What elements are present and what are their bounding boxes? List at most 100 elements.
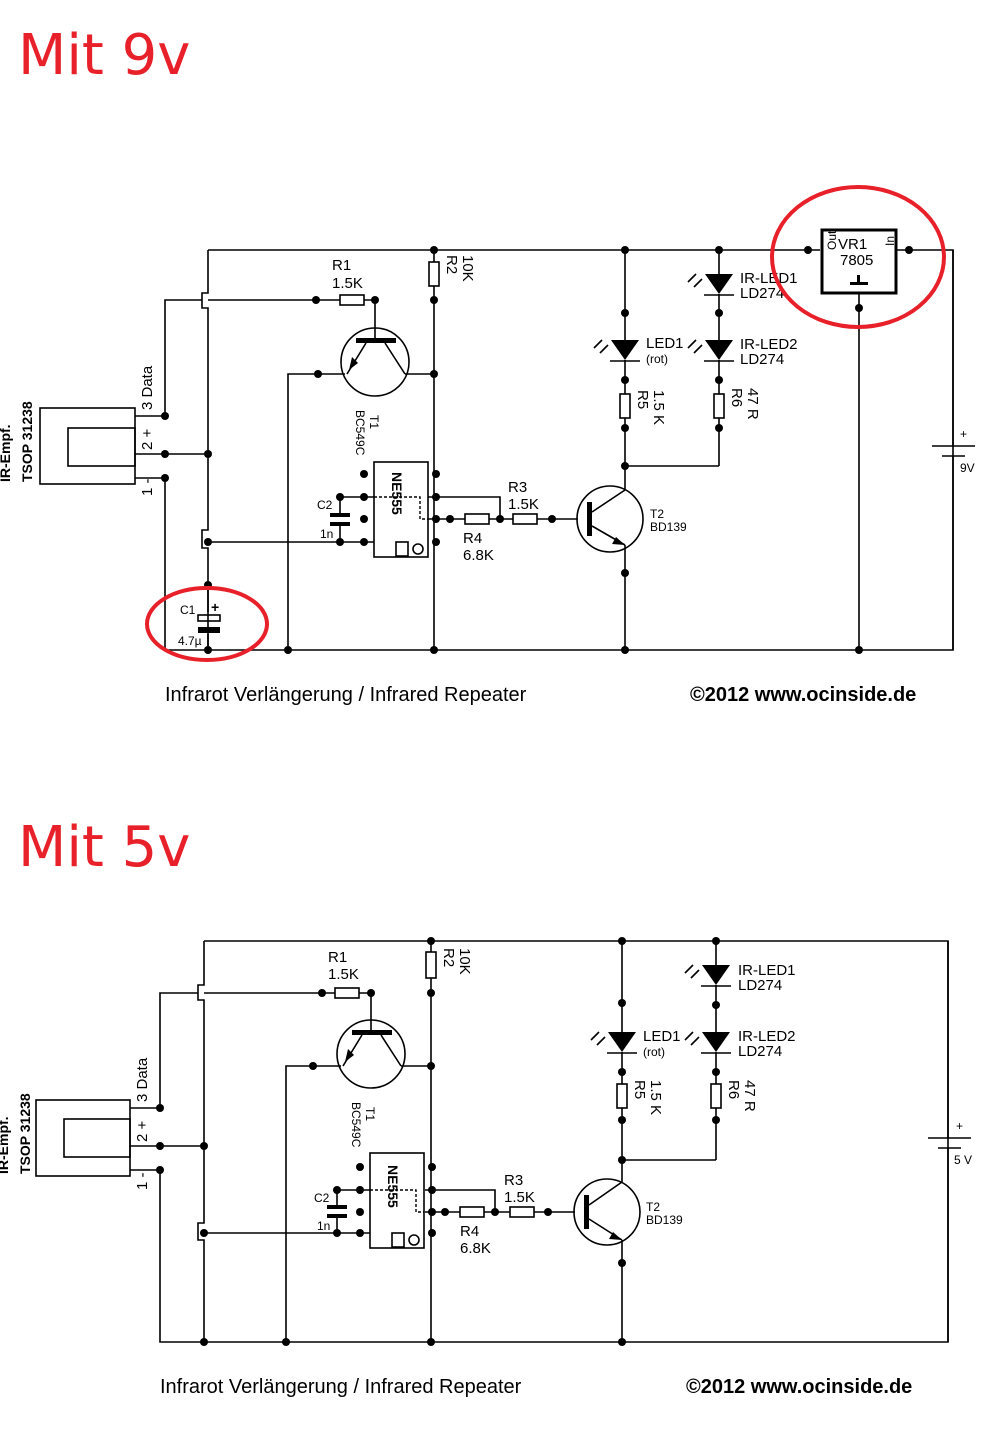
svg-text:1.5 K: 1.5 K (650, 390, 667, 425)
svg-text:LD274: LD274 (740, 351, 784, 368)
svg-text:+: + (211, 599, 219, 615)
ir-led2: IR-LED2 LD274 (687, 336, 798, 368)
transistor-t2: T2 BD139 (576, 485, 687, 553)
battery-5v: + 5 V (928, 1119, 972, 1167)
regulator-vr1-7805: Out In VR1 7805 (820, 228, 898, 295)
pin1-label: 1 - (139, 478, 156, 496)
svg-text:47 R: 47 R (741, 1080, 758, 1112)
svg-text:6.8K: 6.8K (463, 547, 494, 564)
svg-text:R3: R3 (508, 479, 527, 496)
svg-text:R4: R4 (463, 530, 482, 547)
ic-ne555: NE555 (369, 1152, 425, 1249)
svg-text:LD274: LD274 (738, 977, 782, 994)
svg-text:IR-LED2: IR-LED2 (740, 336, 798, 353)
heading-5v: Mit 5v (18, 815, 191, 880)
resistor-r3: R3 1.5K (508, 479, 539, 525)
svg-text:LED1: LED1 (643, 1028, 681, 1045)
svg-text:R6: R6 (728, 388, 745, 407)
svg-text:Out: Out (825, 230, 839, 250)
transistor-t1: T1 BC549C (336, 1019, 406, 1148)
svg-text:IR-LED2: IR-LED2 (738, 1028, 796, 1045)
led1-red: LED1 (rot) (590, 1028, 681, 1059)
resistor-r5: R5 1.5 K (616, 1080, 664, 1115)
svg-text:R3: R3 (504, 1172, 523, 1189)
heading-9v: Mit 9v (18, 23, 191, 88)
svg-text:T1: T1 (367, 415, 381, 429)
svg-text:1.5K: 1.5K (332, 275, 363, 292)
svg-text:7805: 7805 (840, 252, 873, 269)
svg-text:NE555: NE555 (385, 1165, 401, 1208)
svg-text:R4: R4 (460, 1223, 479, 1240)
svg-text:BD139: BD139 (650, 520, 687, 534)
resistor-r3: R3 1.5K (504, 1172, 535, 1218)
svg-text:C1: C1 (180, 603, 196, 617)
schematic-9v: IR-Empf. TSOP 31238 3 Data 2 + 1 - R1 1.… (0, 185, 975, 706)
ir-led2: IR-LED2 LD274 (684, 1028, 796, 1060)
transistor-t1: T1 BC549C (340, 327, 410, 456)
resistor-r4: R4 6.8K (463, 513, 494, 564)
ir-led1: IR-LED1 LD274 (687, 270, 798, 302)
resistor-r4: R4 6.8K (459, 1206, 491, 1257)
svg-text:BD139: BD139 (646, 1213, 683, 1227)
junction-dots (156, 937, 720, 1346)
svg-text:R2: R2 (443, 255, 460, 274)
receiver-name: IR-Empf. (0, 1116, 11, 1174)
svg-text:47 R: 47 R (744, 388, 761, 420)
resistor-r5: R5 1.5 K (619, 390, 667, 425)
svg-text:LED1: LED1 (646, 335, 684, 352)
svg-text:1.5 K: 1.5 K (647, 1080, 664, 1115)
svg-text:NE555: NE555 (389, 472, 405, 515)
svg-text:4.7µ: 4.7µ (178, 634, 202, 648)
svg-text:1.5K: 1.5K (508, 496, 539, 513)
caption: Infrarot Verlängerung / Infrared Repeate… (165, 684, 527, 706)
svg-text:1.5K: 1.5K (504, 1189, 535, 1206)
battery-9v: + 9V (932, 427, 975, 475)
svg-text:(rot): (rot) (646, 352, 668, 366)
svg-text:6.8K: 6.8K (460, 1240, 491, 1257)
svg-text:10K: 10K (459, 255, 476, 282)
svg-text:BC549C: BC549C (353, 410, 367, 456)
svg-text:R2: R2 (440, 948, 457, 967)
copyright: ©2012 www.ocinside.de (686, 1376, 912, 1398)
svg-text:In: In (883, 236, 897, 246)
svg-text:9V: 9V (960, 461, 975, 475)
resistor-r1: R1 1.5K (328, 949, 360, 999)
pin3-label: 3 Data (134, 1057, 151, 1102)
svg-text:T2: T2 (646, 1200, 660, 1214)
ir-receiver-tsop31238: IR-Empf. TSOP 31238 3 Data 2 + 1 - (0, 365, 156, 496)
svg-text:T2: T2 (650, 507, 664, 521)
svg-text:C2: C2 (314, 1191, 330, 1205)
resistor-r2: R2 10K (428, 255, 476, 287)
ir-led1: IR-LED1 LD274 (684, 962, 796, 994)
svg-text:BC549C: BC549C (349, 1102, 363, 1148)
receiver-name: IR-Empf. (0, 424, 13, 482)
ic-ne555: NE555 (373, 461, 429, 558)
svg-text:LD274: LD274 (740, 285, 784, 302)
receiver-part: TSOP 31238 (17, 1093, 33, 1174)
resistor-r6: R6 47 R (710, 1080, 758, 1112)
svg-text:C2: C2 (317, 498, 333, 512)
svg-text:R1: R1 (332, 257, 351, 274)
svg-text:VR1: VR1 (838, 236, 867, 253)
resistor-r1: R1 1.5K (332, 257, 365, 306)
svg-text:R5: R5 (634, 390, 651, 409)
svg-text:T1: T1 (363, 1107, 377, 1121)
resistor-r6: R6 47 R (713, 388, 761, 420)
svg-text:LD274: LD274 (738, 1043, 782, 1060)
capacitor-c2: C2 1n (314, 1191, 347, 1233)
copyright: ©2012 www.ocinside.de (690, 684, 916, 706)
pin2-label: 2 + (134, 1120, 151, 1142)
svg-text:1n: 1n (317, 1219, 330, 1233)
junction-dots (161, 246, 913, 654)
highlight-ring-vr1 (770, 185, 946, 329)
receiver-part: TSOP 31238 (19, 401, 35, 482)
svg-text:+: + (956, 1119, 963, 1133)
svg-text:IR-LED1: IR-LED1 (738, 962, 796, 979)
pin3-label: 3 Data (139, 365, 156, 410)
svg-text:(rot): (rot) (643, 1045, 665, 1059)
wires (130, 940, 949, 1343)
svg-text:R5: R5 (631, 1080, 648, 1099)
ir-receiver-tsop31238: IR-Empf. TSOP 31238 3 Data 2 + 1 - (0, 1057, 151, 1190)
capacitor-c1: C1 + 4.7µ (178, 585, 221, 650)
